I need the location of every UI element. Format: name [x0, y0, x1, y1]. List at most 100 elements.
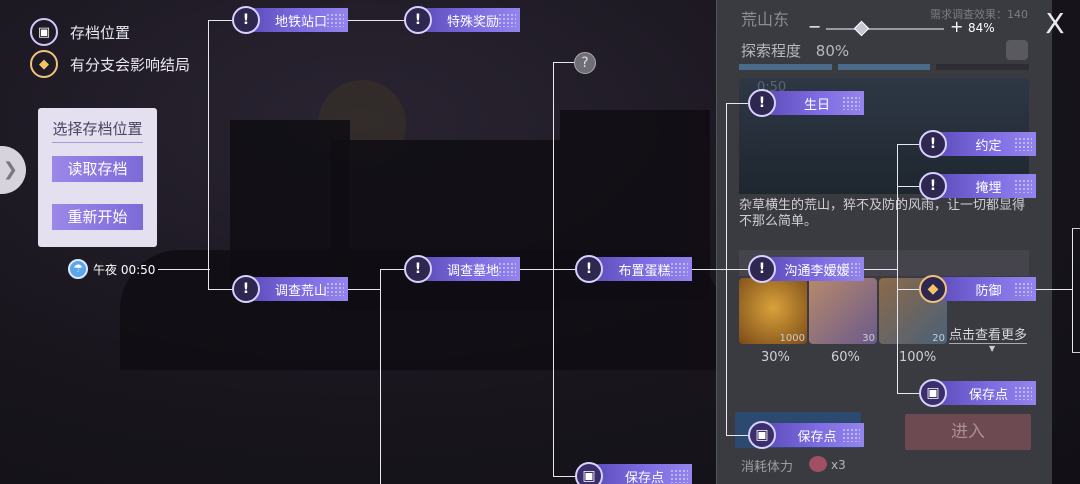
close-button[interactable]: X: [1045, 7, 1065, 40]
item-qty: 1000: [779, 333, 805, 344]
legend-branch-label: 有分支会影响结局: [70, 55, 191, 74]
connector: [380, 269, 404, 270]
branch-icon: ◆: [919, 275, 947, 303]
load-save-button[interactable]: 读取存档: [52, 156, 143, 182]
connector: [726, 435, 748, 436]
connector: [1072, 228, 1080, 229]
divider: [52, 142, 143, 143]
view-more-link[interactable]: 点击查看更多: [949, 324, 1028, 344]
legend-branch: ◆ 有分支会影响结局: [30, 50, 190, 78]
node-label: 保存点: [968, 387, 1008, 403]
connector: [1072, 228, 1073, 352]
node-defend[interactable]: ◆ 防御: [919, 275, 1036, 303]
node-subway-entrance[interactable]: ! 地铁站口: [232, 6, 348, 34]
connector: [897, 186, 919, 187]
connector: [897, 144, 898, 393]
enter-button[interactable]: 进入: [905, 414, 1031, 450]
node-label: 地铁站口: [274, 14, 327, 30]
exploration-progress: 探索程度 80%: [741, 40, 849, 61]
progress-segment: [936, 64, 1030, 70]
save-box-title: 选择存档位置: [52, 120, 143, 138]
node-label: 沟通李嫒嫒: [784, 263, 850, 279]
save-folder-icon: ▣: [919, 379, 947, 407]
node-label: 约定: [975, 138, 1002, 154]
connector: [348, 20, 404, 21]
connector: [208, 20, 209, 290]
node-label: 布置蛋糕: [618, 263, 671, 279]
node-label: 调查荒山: [274, 283, 327, 299]
node-talk-li[interactable]: ! 沟通李嫒嫒: [748, 255, 864, 283]
filter-icon[interactable]: [1006, 40, 1028, 60]
connector: [553, 476, 575, 477]
save-folder-icon: ▣: [575, 462, 603, 484]
node-birthday[interactable]: ! 生日: [748, 89, 864, 117]
stamina-icon: [809, 456, 827, 472]
alert-icon: !: [232, 275, 260, 303]
alert-icon: !: [748, 255, 776, 283]
item-qty: 20: [932, 333, 945, 344]
connector: [726, 103, 748, 104]
alert-icon: !: [748, 89, 776, 117]
node-save-point[interactable]: ▣ 保存点: [748, 421, 864, 449]
node-label: 保存点: [624, 470, 664, 484]
zoom-slider[interactable]: [826, 28, 944, 30]
connector: [897, 289, 919, 290]
connector: [692, 269, 748, 270]
item-chance: 60%: [831, 350, 860, 365]
node-save-point[interactable]: ▣ 保存点: [919, 379, 1036, 407]
legend-save-label: 存档位置: [70, 23, 131, 42]
connector: [1036, 289, 1072, 290]
alert-icon: !: [919, 130, 947, 158]
item-chance: 30%: [761, 350, 790, 365]
progress-value: 80%: [815, 42, 850, 60]
node-investigate-wild[interactable]: ! 调查荒山: [232, 275, 348, 303]
node-investigate-grave[interactable]: ! 调查墓地: [404, 255, 520, 283]
restart-button[interactable]: 重新开始: [52, 204, 143, 230]
collapse-tab-icon[interactable]: ❯: [0, 146, 26, 194]
connector: [158, 269, 210, 270]
zoom-out-button[interactable]: −: [808, 17, 822, 36]
progress-segment: [739, 64, 832, 70]
item-qty: 30: [862, 333, 875, 344]
node-promise[interactable]: ! 约定: [919, 130, 1036, 158]
node-special-reward[interactable]: ! 特殊奖励: [404, 6, 520, 34]
progress-bars: [739, 64, 1030, 70]
connector: [726, 103, 727, 435]
node-label: 保存点: [797, 429, 837, 445]
stamina-cost-label: 消耗体力: [741, 460, 794, 475]
connector: [1072, 352, 1080, 353]
connector: [897, 144, 919, 145]
legend-save: ▣ 存档位置: [30, 18, 130, 46]
node-label: 特殊奖励: [446, 14, 499, 30]
save-folder-icon: ▣: [748, 421, 776, 449]
connector: [348, 289, 380, 290]
unknown-node-icon[interactable]: ?: [574, 52, 596, 74]
connector: [208, 20, 232, 21]
node-save-point[interactable]: ▣ 保存点: [575, 462, 692, 484]
branch-icon: ◆: [30, 50, 58, 78]
connector: [897, 393, 919, 394]
connector: [553, 62, 554, 476]
save-folder-icon: ▣: [30, 18, 58, 46]
chevron-down-icon: ▼: [989, 344, 996, 353]
location-description: 杂草横生的荒山，猝不及防的风雨，让一切都显得不那么简单。: [739, 198, 1026, 229]
connector: [520, 269, 576, 270]
gold-coin-icon[interactable]: 1000: [739, 278, 807, 344]
zoom-slider-handle[interactable]: [853, 20, 870, 37]
connector: [553, 62, 575, 63]
alert-icon: !: [404, 6, 432, 34]
zoom-in-button[interactable]: +: [950, 17, 964, 36]
crystal-icon[interactable]: 30: [809, 278, 877, 344]
time-label: 午夜 00:50: [93, 262, 156, 277]
connector: [864, 269, 898, 270]
zoom-level: 84%: [968, 21, 995, 35]
time-node: ☂ 午夜 00:50: [68, 258, 158, 280]
zoom-control: − + 84%: [808, 17, 996, 38]
progress-segment: [837, 64, 931, 70]
progress-label: 探索程度: [741, 42, 802, 60]
item-chance: 100%: [899, 350, 937, 365]
save-slot-box: 选择存档位置 读取存档 重新开始: [38, 108, 157, 247]
node-place-cake[interactable]: ! 布置蛋糕: [575, 255, 692, 283]
node-bury[interactable]: ! 掩埋: [919, 172, 1036, 200]
